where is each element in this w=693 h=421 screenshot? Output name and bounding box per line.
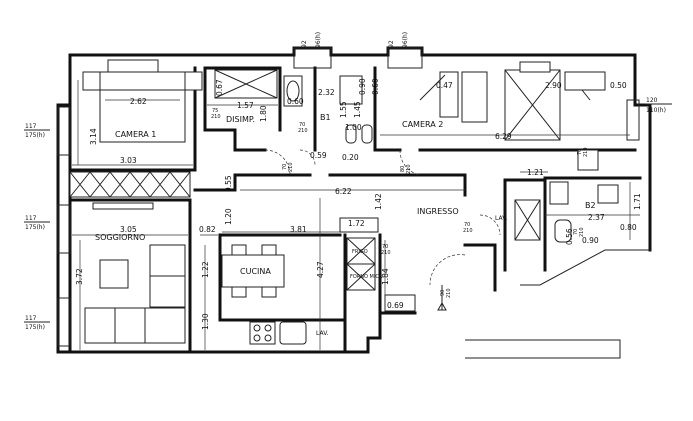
- dim-cam2-290: 2.90: [545, 81, 562, 90]
- dim-b2-056: 0.56: [565, 228, 574, 245]
- room-label-cucina: CUCINA: [240, 267, 271, 276]
- dim-kit-130: 1.30: [201, 313, 210, 330]
- dim-b2-171: 1.71: [633, 193, 642, 210]
- door-2-a: 70: [299, 122, 305, 128]
- room-label-soggiorno: SOGGIORNO: [95, 233, 145, 242]
- window-top1-a: 92: [301, 40, 308, 48]
- door-3-b: 210: [288, 162, 294, 172]
- dim-157: 1.57: [237, 101, 254, 110]
- dim-b2-237: 2.37: [588, 213, 605, 222]
- label-frigo: FRIGO: [352, 249, 368, 255]
- dim-cam1-314: 3.14: [89, 128, 98, 145]
- dim-corr-142: 1.42: [374, 193, 383, 210]
- window-top2-b: 96(h): [402, 32, 409, 48]
- window-labels: 117 175(h) 117 175(h) 117 175(h) 120 110…: [24, 32, 672, 331]
- window-top1-b: 96(h): [315, 32, 322, 48]
- kitchen-furniture: [221, 217, 416, 345]
- door-1-a: 75: [212, 108, 218, 114]
- dim-kit-427: 4.27: [316, 261, 325, 278]
- room-label-lav2: LAV.: [495, 215, 508, 222]
- dim-b1-232: 2.32: [318, 88, 335, 97]
- dim-corr-055: 0.55: [224, 175, 233, 192]
- room-label-disimp: DISIMP.: [226, 115, 255, 124]
- dim-kit-172: 1.72: [348, 219, 365, 228]
- bath2-fixtures: [514, 149, 619, 243]
- wardrobe-camera1: [69, 171, 191, 198]
- room-labels: CAMERA 1 CAMERA 2 DISIMP. B1 B2 INGRESSO…: [95, 113, 596, 337]
- door-9-b: 210: [579, 227, 585, 237]
- door-1-b: 210: [211, 114, 221, 120]
- dim-b1-060: 0.60: [287, 97, 304, 106]
- dim-cam1-303: 3.03: [120, 156, 137, 165]
- door-8-a: 90: [440, 290, 446, 296]
- dim-b1-145: 1.45: [353, 101, 362, 118]
- dim-kit-069: 0.69: [387, 301, 404, 310]
- door-4-b: 210: [406, 164, 412, 174]
- door-2-b: 210: [298, 128, 308, 134]
- dim-kit-122: 1.22: [201, 261, 210, 278]
- door-5-b: 210: [381, 250, 391, 256]
- window-4-bottom: 110(h): [646, 107, 666, 114]
- window-2-top: 117: [25, 215, 37, 222]
- window-3-bottom: 175(h): [25, 324, 45, 331]
- dim-sog-305: 3.05: [120, 225, 137, 234]
- room-label-lav1: LAV.: [316, 330, 329, 337]
- wardrobe-disimp: [214, 69, 278, 99]
- window-1-top: 117: [25, 123, 37, 130]
- dim-b2-090: 0.90: [582, 236, 599, 245]
- dim-corr-120: 1.20: [224, 208, 233, 225]
- room-label-camera2: CAMERA 2: [402, 120, 443, 129]
- dim-b2-080: 0.80: [620, 223, 637, 232]
- dim-067: 0.67: [215, 79, 224, 96]
- dim-b1-020: 0.20: [342, 153, 359, 162]
- window-1-bottom: 175(h): [25, 132, 45, 139]
- dimension-labels: 2.62 3.14 3.03 0.67 1.57 1.80 0.60 2.32 …: [75, 78, 642, 330]
- window-4-top: 120: [646, 97, 658, 104]
- label-forno: FORNO MICR.: [350, 274, 384, 280]
- dim-sog-372: 3.72: [75, 268, 84, 285]
- entrance-arrow: [437, 285, 447, 311]
- door-4-a: 80: [400, 166, 406, 172]
- dim-b2-121: 1.21: [527, 168, 544, 177]
- door-swings: [264, 149, 501, 286]
- dim-b1-155: 1.55: [339, 101, 348, 118]
- window-top2-a: 92: [388, 40, 395, 48]
- room-label-b1: B1: [320, 113, 331, 122]
- dim-sog-381: 3.81: [290, 225, 307, 234]
- dim-sog-082: 0.82: [199, 225, 216, 234]
- dim-cam2-047: 0.47: [436, 81, 453, 90]
- door-7-a: 70: [577, 149, 583, 155]
- dim-180: 1.80: [259, 105, 268, 122]
- dim-b1-059: 0.59: [310, 151, 327, 160]
- dim-b1-100: 1.00: [345, 123, 362, 132]
- door-8-b: 210: [446, 288, 452, 298]
- dim-cam2-050: 0.50: [610, 81, 627, 90]
- windows: [57, 47, 640, 347]
- door-6-a: 70: [464, 222, 470, 228]
- room-label-b2: B2: [585, 201, 596, 210]
- room-label-camera1: CAMERA 1: [115, 130, 156, 139]
- door-7-b: 210: [583, 147, 589, 157]
- dim-b1-090: 0.90: [358, 78, 367, 95]
- door-6-b: 210: [463, 228, 473, 234]
- bath1-fixtures: [283, 75, 373, 144]
- bed-camera2: [419, 61, 606, 141]
- dim-kit-184: 1.84: [381, 268, 390, 285]
- dim-cam1-262: 2.62: [130, 97, 147, 106]
- bed-camera1: [82, 59, 203, 143]
- dimension-lines: [72, 80, 640, 350]
- dim-corr-622: 6.22: [335, 187, 352, 196]
- door-5-a: 70: [382, 244, 388, 250]
- dim-cam2-060: 0.60: [371, 78, 380, 95]
- door-9-a: 70: [573, 229, 579, 235]
- room-label-ingresso: INGRESSO: [417, 207, 459, 216]
- door-3-a: 70: [282, 164, 288, 170]
- dim-cam2-629: 6.29: [495, 132, 512, 141]
- window-3-top: 117: [25, 315, 37, 322]
- living-furniture: [84, 202, 186, 344]
- window-2-bottom: 175(h): [25, 224, 45, 231]
- door-labels: 75 210 70 210 70 210 80 210 70 210 70 21…: [211, 108, 589, 298]
